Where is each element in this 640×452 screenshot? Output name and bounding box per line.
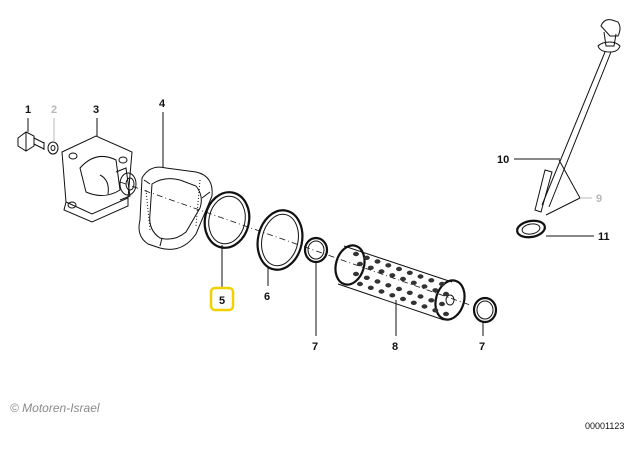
filter-hole: [443, 291, 449, 297]
filter-hole: [400, 276, 406, 282]
center-axis: [119, 181, 471, 306]
callout-5[interactable]: 5: [219, 295, 225, 307]
filter-hole: [428, 298, 435, 303]
part-filter-cartridge[interactable]: [331, 242, 469, 323]
callout-2[interactable]: 2: [51, 104, 57, 116]
filter-hole: [432, 288, 439, 293]
part-washer[interactable]: [47, 141, 59, 155]
filter-hole: [389, 293, 396, 298]
callout-8[interactable]: 8: [392, 341, 398, 353]
callout-1[interactable]: 1: [25, 104, 31, 116]
filter-hole: [353, 251, 359, 257]
filter-hole: [428, 278, 435, 283]
callout-7-right[interactable]: 7: [479, 341, 485, 353]
filter-hole: [417, 274, 424, 279]
filter-hole: [367, 265, 374, 270]
filter-hole: [396, 286, 402, 292]
filter-hole: [417, 294, 424, 299]
callout-7-left[interactable]: 7: [312, 341, 318, 353]
filter-hole: [406, 270, 413, 275]
part-dipstick-seal[interactable]: [516, 219, 546, 240]
filter-hole: [385, 263, 392, 268]
part-small-ring-7-right[interactable]: [472, 296, 498, 324]
part-dipstick[interactable]: [534, 19, 621, 213]
filter-perforations: [353, 251, 449, 317]
callout-5-highlight: [209, 286, 235, 312]
filter-hole: [410, 280, 417, 285]
filter-hole: [385, 283, 392, 288]
part-cover[interactable]: [61, 135, 137, 223]
filter-hole: [357, 281, 363, 287]
filter-hole: [357, 261, 363, 267]
part-o-ring-5[interactable]: [200, 188, 255, 252]
callout-11[interactable]: 11: [598, 231, 610, 243]
drawing-number: 00001123: [585, 421, 624, 431]
filter-hole: [367, 285, 374, 290]
callout-4[interactable]: 4: [159, 98, 166, 110]
filter-hole: [374, 279, 381, 284]
filter-hole: [439, 281, 445, 287]
filter-hole: [443, 311, 449, 317]
copyright-text: © Motoren-Israel: [10, 401, 100, 415]
filter-hole: [400, 296, 406, 302]
callout-6[interactable]: 6: [264, 291, 270, 303]
leader-lines: [27, 112, 594, 336]
filter-hole: [378, 289, 385, 294]
filter-hole: [406, 290, 413, 295]
filter-hole: [439, 301, 445, 307]
filter-hole: [432, 308, 439, 313]
filter-hole: [389, 273, 396, 278]
callout-10[interactable]: 10: [497, 154, 509, 166]
filter-hole: [421, 304, 428, 309]
filter-hole: [421, 284, 428, 289]
callout-9[interactable]: 9: [596, 193, 602, 205]
filter-hole: [396, 266, 402, 272]
filter-hole: [378, 269, 385, 274]
part-small-ring-7-left[interactable]: [303, 236, 329, 264]
part-gasket[interactable]: [138, 166, 213, 250]
filter-hole: [353, 271, 359, 277]
callout-3[interactable]: 3: [93, 104, 99, 116]
filter-hole: [363, 255, 370, 260]
filter-hole: [374, 259, 381, 264]
filter-hole: [410, 300, 417, 305]
filter-hole: [363, 275, 370, 280]
part-bolt[interactable]: [17, 131, 45, 152]
part-seal-ring-6[interactable]: [252, 206, 308, 274]
